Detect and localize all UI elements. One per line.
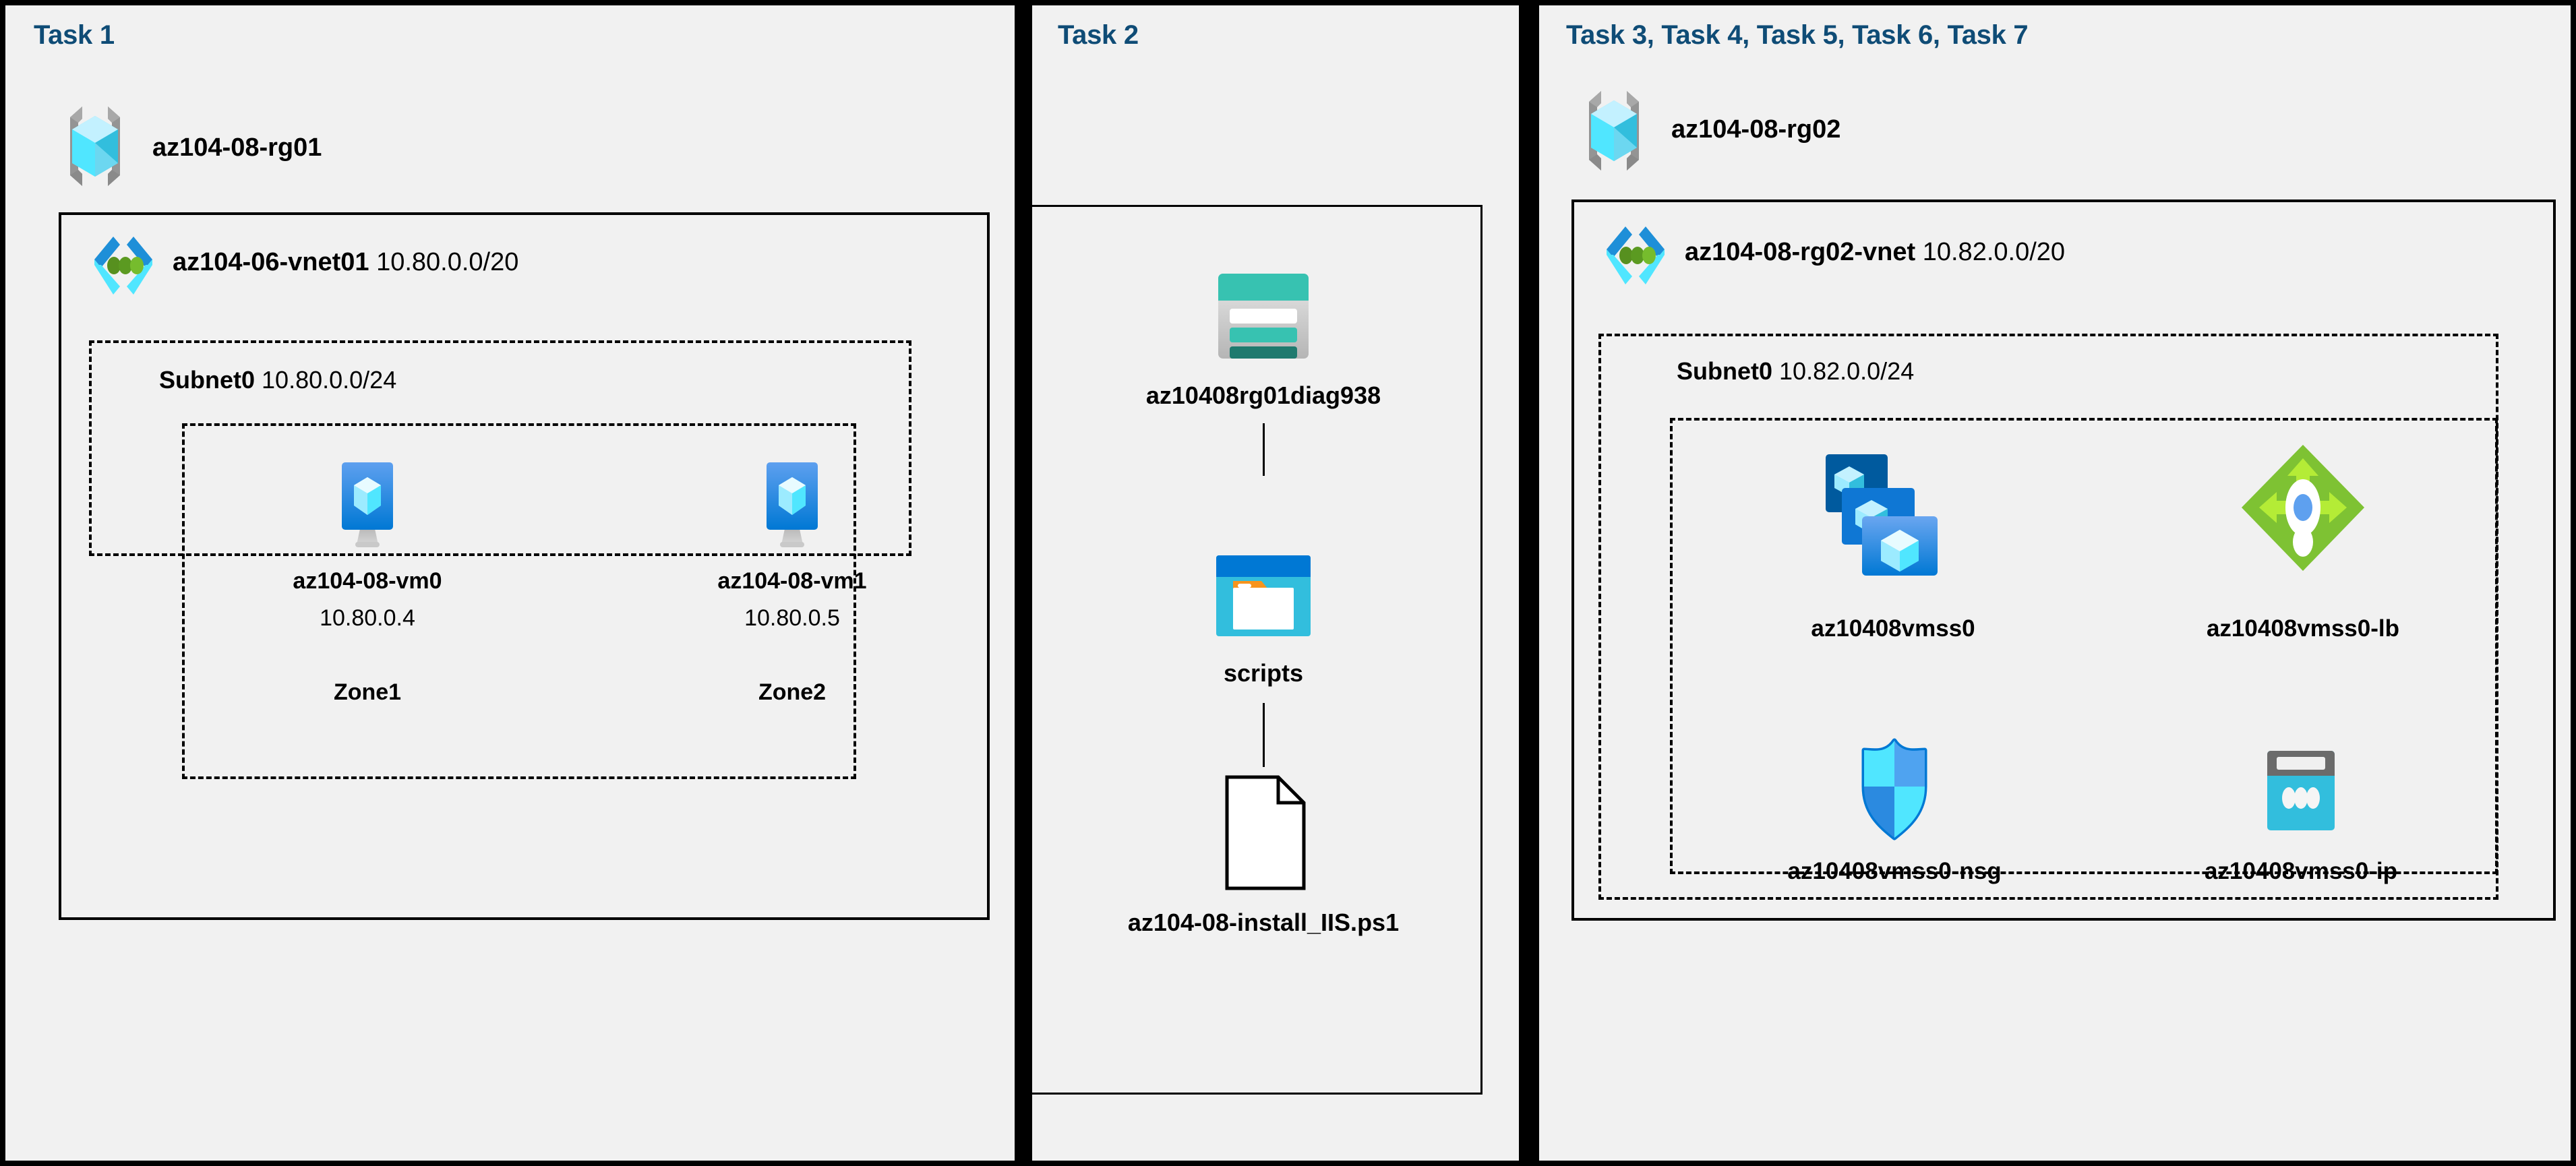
virtual-network-icon (86, 233, 160, 299)
task-label-3: Task 3, Task 4, Task 5, Task 6, Task 7 (1566, 20, 2029, 50)
column-separator-1 (1015, 0, 1032, 1166)
virtual-network-icon (1598, 222, 1673, 288)
resource-group-icon (51, 98, 139, 194)
storage-account-name: az10408rg01diag938 (1145, 381, 1381, 409)
column-separator-2 (1519, 0, 1539, 1166)
network-security-group-icon (1851, 737, 1938, 841)
resource-group-name-2: az104-08-rg02 (1671, 115, 1841, 144)
public-ip-address-icon (2260, 747, 2341, 834)
task-label-1: Task 1 (34, 20, 115, 50)
load-balancer-icon (2239, 442, 2367, 574)
frame-left-border (0, 0, 5, 1166)
vnet-cidr-1: 10.80.0.0/20 (376, 248, 519, 276)
subnet-cidr-2: 10.82.0.0/24 (1779, 357, 1915, 385)
frame-bottom-border (0, 1161, 2576, 1166)
vm-zone-0: Zone1 (333, 679, 402, 705)
nsg-name: az10408vmss0-nsg (1787, 858, 2002, 884)
vm-ip-0: 10.80.0.4 (320, 605, 415, 631)
vm-name-1: az104-08-vm1 (717, 568, 867, 594)
connector-storage-to-scripts (1263, 423, 1265, 476)
resource-group-name-1: az104-08-rg01 (152, 133, 322, 162)
blob-container-icon (1213, 553, 1314, 639)
resource-group-icon (1570, 83, 1658, 179)
column-task-1: Task 1 az104-08-rg01 (5, 5, 1015, 1161)
vnet-name-2: az104-08-rg02-vnet (1685, 238, 1916, 266)
subnet-name-2: Subnet0 (1677, 357, 1773, 385)
subnet-title-2: Subnet0 10.82.0.0/24 (1677, 357, 1914, 386)
file-name: az104-08-install_IIS.ps1 (1127, 909, 1400, 936)
vnet-name-1: az104-06-vnet01 (173, 248, 369, 276)
subnet-name-1: Subnet0 (159, 366, 256, 394)
vnet-box-1 (59, 212, 990, 920)
subnet-box-1 (89, 340, 911, 556)
virtual-machine-icon (752, 458, 833, 551)
file-icon (1222, 774, 1309, 892)
vmss-name: az10408vmss0 (1811, 615, 1975, 642)
vnet-box-2 (1571, 200, 2556, 921)
column-task-2: Task 2 az10408rg01diag938 (1027, 5, 1519, 1161)
task2-content-panel (1027, 205, 1482, 1095)
task-label-2: Task 2 (1058, 20, 1139, 50)
vnet-title-1: az104-06-vnet01 10.80.0.0/20 (173, 248, 518, 277)
virtual-machine-icon (327, 458, 408, 551)
load-balancer-name: az10408vmss0-lb (2206, 615, 2400, 642)
frame-top-border (0, 0, 2576, 5)
vnet-title-2: az104-08-rg02-vnet 10.82.0.0/20 (1685, 238, 2065, 267)
vnet-cidr-2: 10.82.0.0/20 (1922, 238, 2066, 266)
connector-scripts-to-file (1263, 703, 1265, 767)
subnet-title-1: Subnet0 10.80.0.0/24 (159, 366, 396, 394)
frame-right-border (2571, 0, 2576, 1166)
availability-zone-box (182, 423, 856, 779)
subnet-inner-box (1670, 418, 2498, 874)
blob-container-name: scripts (1223, 659, 1304, 687)
subnet-cidr-1: 10.80.0.0/24 (262, 366, 397, 394)
public-ip-name: az10408vmss0-ip (2204, 858, 2398, 884)
column-task-3-7: Task 3, Task 4, Task 5, Task 6, Task 7 a… (1539, 5, 2571, 1161)
vm-name-0: az104-08-vm0 (293, 568, 442, 594)
vm-scale-set-icon (1826, 443, 1960, 578)
vm-ip-1: 10.80.0.5 (744, 605, 840, 631)
vm-zone-1: Zone2 (758, 679, 827, 705)
storage-account-icon (1206, 267, 1321, 365)
